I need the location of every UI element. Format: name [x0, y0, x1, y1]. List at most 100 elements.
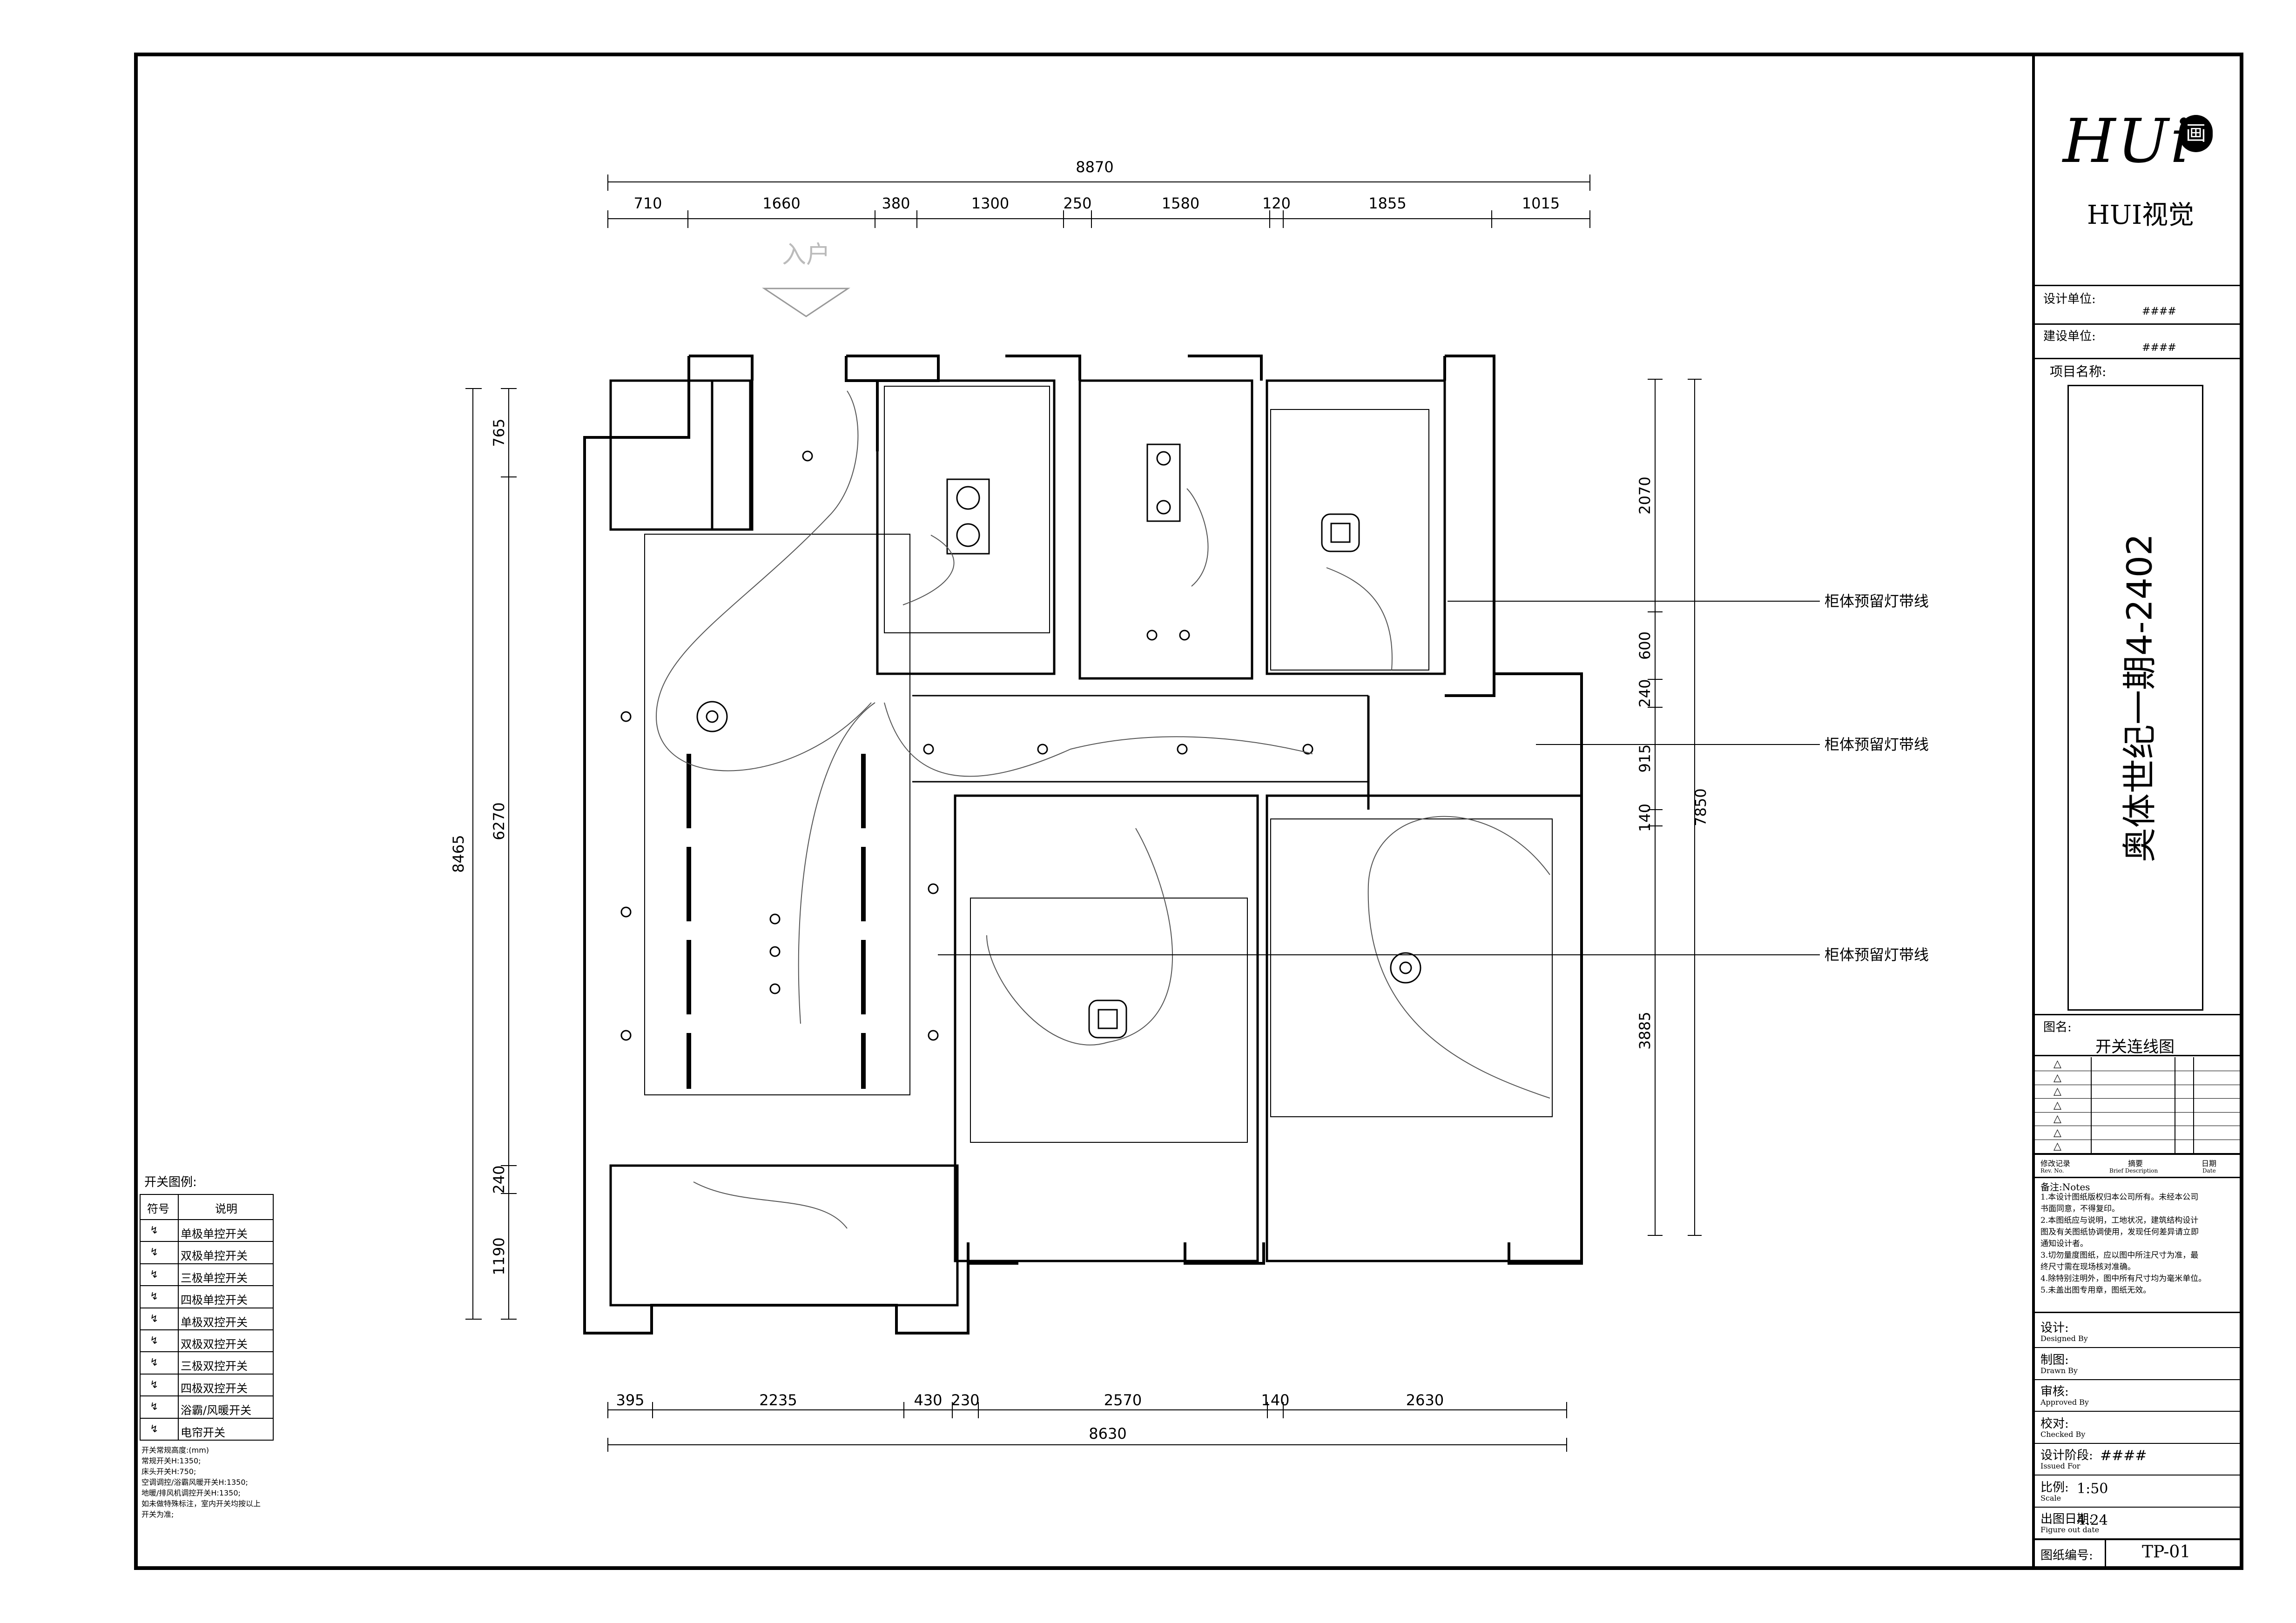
checked-row: 校对: Checked By [2035, 1411, 2242, 1444]
annotation-label: 柜体预留灯带线 [1825, 946, 1929, 964]
dim-top-segment: 710 [633, 194, 662, 212]
scale-value: 1:50 [2077, 1480, 2108, 1497]
date-value: 4.24 [2077, 1512, 2108, 1529]
legend-item-label: 三极单控开关 [181, 1271, 248, 1285]
dim-bottom-total: 8630 [1089, 1425, 1126, 1442]
build-unit-label: 建设单位: [2043, 329, 2096, 343]
logo-text: HUi [2063, 106, 2192, 176]
legend-row: ↯ 单极单控开关 [141, 1219, 273, 1242]
revision-row: △ [2035, 1057, 2242, 1071]
logo-seal-icon: 画 [2179, 115, 2213, 152]
designed-label: 设计: [2040, 1321, 2069, 1335]
revision-mark-icon: △ [2054, 1058, 2061, 1070]
note-line: 4.除特别注明外，图中所有尺寸均为毫米单位。 [2040, 1274, 2207, 1283]
legend-table: 符号 说明 ↯ 单极单控开关↯ 双极单控开关↯ 三极单控开关↯ 四极单控开关↯ … [140, 1194, 274, 1441]
revision-row: △ [2035, 1140, 2242, 1154]
legend-col-symbol: 符号 [147, 1202, 169, 1215]
annotation-labels: 柜体预留灯带线 柜体预留灯带线 柜体预留灯带线 [1825, 592, 1929, 964]
dim-bottom-segment: 2570 [1104, 1391, 1142, 1409]
sheet-frame [134, 53, 2243, 1570]
wiring-lines [655, 390, 1550, 1229]
switch-symbol-icon: ↯ [150, 1268, 159, 1281]
date-label-en: Figure out date [2040, 1525, 2100, 1534]
legend-row: ↯ 双极单控开关 [141, 1241, 273, 1264]
approved-label: 审核: [2040, 1385, 2069, 1399]
dim-right-segment: 2070 [1636, 476, 1654, 514]
checked-label: 校对: [2040, 1416, 2069, 1431]
dim-top-segment: 380 [882, 194, 910, 212]
entrance-label: 入户 [782, 241, 830, 269]
rev-col2-cn: 摘要 [2128, 1159, 2143, 1168]
drawn-label-en: Drawn By [2040, 1366, 2078, 1375]
annotation-leaders [938, 601, 1820, 955]
dim-right-total: 7850 [1692, 788, 1710, 826]
ceiling-outlines [644, 386, 1553, 1143]
dim-top-segment: 1855 [1368, 194, 1406, 212]
dim-right-segment: 240 [1636, 679, 1654, 707]
company-name: HUI视觉 [2087, 200, 2195, 230]
note-line: 1.本设计图纸版权归本公司所有。未经本公司 [2040, 1193, 2199, 1202]
dim-left-segment: 240 [490, 1165, 508, 1194]
annotation-label: 柜体预留灯带线 [1825, 592, 1929, 610]
dim-left-segment: 6270 [490, 802, 508, 840]
legend-item-label: 双极双控开关 [181, 1338, 248, 1351]
legend-item-label: 双极单控开关 [181, 1249, 248, 1263]
dim-top-segment: 250 [1063, 194, 1091, 212]
legend-item-label: 四极单控开关 [181, 1294, 248, 1307]
revision-mark-icon: △ [2054, 1113, 2061, 1125]
entrance-arrow-icon [762, 288, 850, 317]
dimension-lines [465, 174, 1702, 1452]
revision-mark-icon: △ [2054, 1086, 2061, 1097]
notes-list: 1.本设计图纸版权归本公司所有。未经本公司书面同意，不得复印。2.本图纸应与说明… [2040, 1192, 2241, 1296]
legend-note: 如未做特殊标注，室内开关均按以上 [141, 1499, 261, 1508]
legend-row: ↯ 双极双控开关 [141, 1329, 273, 1352]
annotation-label: 柜体预留灯带线 [1825, 736, 1929, 753]
designed-row: 设计: Designed By [2035, 1315, 2242, 1348]
legend-row: ↯ 三极双控开关 [141, 1351, 273, 1374]
legend-row: ↯ 浴霸/风暖开关 [141, 1395, 273, 1418]
legend-note: 空调调控/浴霸风暖开关H:1350; [141, 1478, 248, 1487]
drawing-number-value: TP-01 [2142, 1543, 2191, 1562]
build-unit-value: #### [2142, 342, 2176, 354]
dim-left-segment: 765 [490, 418, 508, 447]
notes-title: 备注:Notes [2040, 1181, 2090, 1193]
note-line: 3.切勿量度图纸，应以图中所注尺寸为准，最 [2040, 1251, 2199, 1260]
note-line: 书面同意，不得复印。 [2040, 1204, 2120, 1214]
switch-symbol-icon: ↯ [150, 1313, 159, 1325]
approved-row: 审核: Approved By [2035, 1379, 2242, 1412]
revision-mark-icon: △ [2054, 1072, 2061, 1084]
legend-item-label: 浴霸/风暖开关 [181, 1404, 252, 1417]
floor-plan [583, 355, 1583, 1335]
revision-row: △ [2035, 1085, 2242, 1099]
switch-symbol-icon: ↯ [150, 1401, 159, 1413]
design-unit-value: #### [2142, 306, 2176, 317]
dim-bottom-segment: 2630 [1406, 1391, 1444, 1409]
checked-label-en: Checked By [2040, 1429, 2086, 1439]
legend-item-label: 单极双控开关 [181, 1315, 248, 1329]
downlight-icon [620, 450, 1313, 1041]
stage-row: 设计阶段: Issued For#### [2035, 1443, 2242, 1475]
scale-label: 比例: [2040, 1480, 2069, 1495]
dim-top-total: 8870 [1076, 158, 1113, 176]
legend-notes: 开关常规高度:(mm)常规开关H:1350;床头开关H:750;空调调控/浴霸风… [141, 1445, 274, 1520]
legend-row: ↯ 单极双控开关 [141, 1307, 273, 1330]
dim-top-segment: 1015 [1522, 194, 1560, 212]
dim-top-segment: 1300 [971, 194, 1009, 212]
switch-symbol-icon: ↯ [150, 1423, 159, 1435]
scale-label-en: Scale [2040, 1493, 2061, 1502]
dim-bottom-segment: 395 [616, 1391, 644, 1409]
cooktop-icon [946, 443, 1181, 555]
legend-item-label: 三极双控开关 [181, 1360, 248, 1373]
legend-row: ↯ 三极单控开关 [141, 1263, 273, 1286]
switch-symbol-icon: ↯ [150, 1379, 159, 1391]
dim-bottom-segment: 230 [951, 1391, 979, 1409]
pendant-light-icon [1088, 513, 1360, 1039]
note-line: 图及有关图纸协调使用，发现任何差异请立即 [2040, 1227, 2199, 1237]
note-line: 通知设计者。 [2040, 1239, 2088, 1248]
drawing-name-label: 图名: [2043, 1020, 2072, 1034]
switch-symbol-icon: ↯ [150, 1247, 159, 1259]
dim-right-segment: 3885 [1636, 1012, 1654, 1049]
chandelier-icon [696, 701, 1421, 984]
